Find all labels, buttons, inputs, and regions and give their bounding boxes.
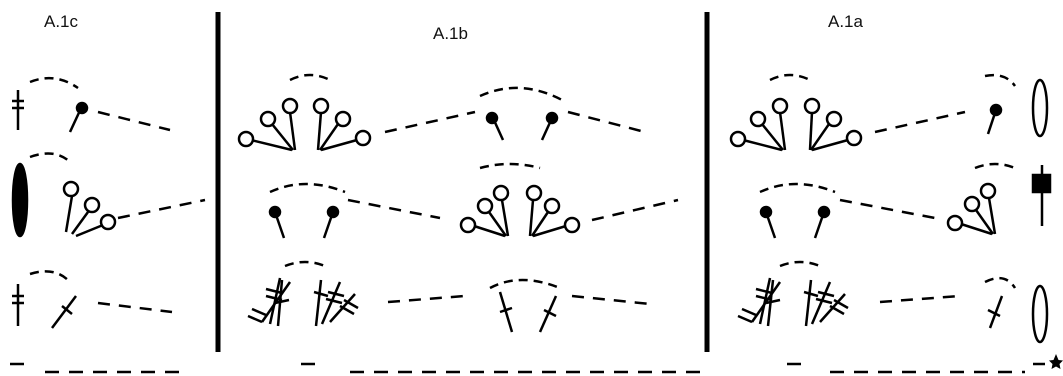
start-star-icon: [1049, 354, 1063, 369]
section-a1a-symbols: [729, 73, 1052, 344]
section-a1c-symbols: [11, 76, 206, 329]
section-label-a1a: A.1a: [828, 12, 863, 31]
section-a1b-symbols: [237, 73, 679, 333]
section-label-a1b: A.1b: [433, 24, 468, 43]
foundation-chain: [10, 362, 1045, 374]
section-label-a1c: A.1c: [44, 12, 79, 31]
